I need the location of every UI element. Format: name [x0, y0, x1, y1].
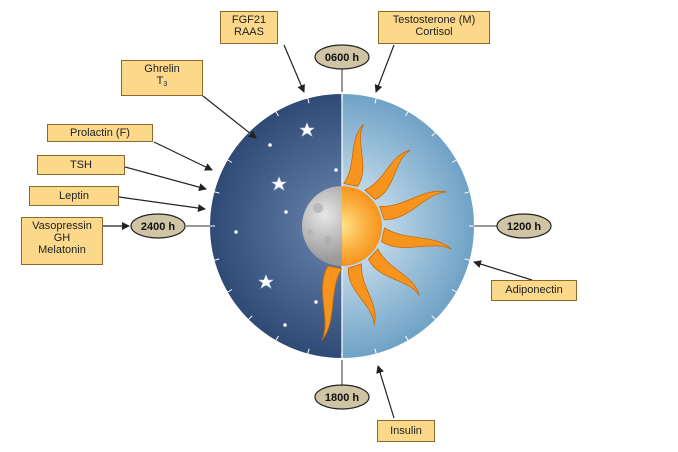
label-tsh: TSH — [37, 155, 125, 175]
time-label-2400: 2400 h — [141, 221, 176, 233]
time-label-0600: 0600 h — [325, 52, 360, 64]
label-vasopressin-gh-melatonin: Vasopressin GH Melatonin — [21, 217, 103, 265]
label-vasopressin: Vasopressin — [32, 220, 92, 232]
label-fgf21-raas: FGF21 RAAS — [220, 11, 278, 44]
label-ghrelin: Ghrelin — [144, 63, 180, 75]
star-icon — [271, 176, 287, 191]
sun-ray — [381, 227, 452, 250]
hour-ticks — [210, 94, 474, 358]
hour-tick — [451, 289, 457, 293]
moon-icon — [302, 186, 342, 266]
label-leptin: Leptin — [29, 186, 119, 206]
hour-tick — [464, 191, 470, 194]
arrow-testosterone — [374, 44, 395, 93]
hour-tick — [248, 315, 253, 320]
arrow-ghrelin — [202, 95, 257, 139]
arrow-leptin — [118, 196, 206, 212]
star-dot-icon — [284, 210, 288, 214]
hour-tick — [374, 348, 377, 354]
star-icon — [299, 122, 315, 137]
label-t3-base: T — [156, 75, 164, 87]
hour-tick — [227, 159, 233, 163]
hour-tick — [405, 335, 409, 341]
label-insulin: Insulin — [377, 420, 435, 442]
label-insulin-text: Insulin — [390, 425, 422, 437]
hour-tick — [431, 315, 436, 320]
star-icons — [234, 122, 338, 327]
label-adiponectin-text: Adiponectin — [505, 284, 563, 296]
hour-tick — [214, 258, 220, 261]
hour-tick — [227, 289, 233, 293]
label-prolactin-text: Prolactin (F) — [70, 127, 130, 139]
label-gh: GH — [53, 232, 71, 244]
label-t3: T3 — [125, 75, 199, 91]
label-melatonin: Melatonin — [38, 244, 86, 256]
arrow-fgf21 — [283, 44, 305, 93]
time-label-1800: 1800 h — [325, 392, 360, 404]
time-pill-1800: 1800 h — [314, 384, 370, 410]
star-dot-icon — [334, 168, 338, 172]
label-adiponectin: Adiponectin — [491, 280, 577, 301]
day-half — [342, 94, 474, 358]
label-testosterone-cortisol: Testosterone (M) Cortisol — [378, 11, 490, 44]
label-raas: RAAS — [234, 26, 264, 38]
label-tsh-text: TSH — [70, 159, 92, 171]
hour-tick — [405, 111, 409, 117]
sun-ray — [379, 190, 447, 221]
night-half — [210, 94, 342, 358]
hour-tick — [275, 111, 279, 117]
hormone-arrows — [103, 44, 533, 419]
star-dot-icon — [314, 300, 318, 304]
label-prolactin: Prolactin (F) — [47, 124, 153, 142]
star-icon — [258, 274, 274, 289]
label-leptin-text: Leptin — [59, 190, 89, 202]
arrow-adiponectin — [473, 260, 533, 281]
arrow-tsh — [124, 166, 207, 192]
hour-tick — [307, 98, 310, 104]
arrow-prolactin — [153, 141, 213, 171]
arrow-insulin — [376, 365, 395, 419]
label-cortisol: Cortisol — [415, 26, 453, 38]
hour-tick — [275, 335, 279, 341]
hour-tick — [451, 159, 457, 163]
hour-tick — [374, 98, 377, 104]
day-night-sphere — [210, 94, 474, 358]
sun-ray — [343, 124, 364, 187]
hour-tick — [431, 132, 436, 137]
sun-ray — [321, 265, 343, 341]
time-pill-1200: 1200 h — [496, 213, 552, 239]
label-t3-sub: 3 — [163, 81, 168, 88]
label-ghrelin-t3: Ghrelin T3 — [121, 60, 203, 96]
sun-ray — [347, 263, 376, 326]
star-dot-icon — [268, 143, 272, 147]
time-pill-0600: 0600 h — [314, 44, 370, 70]
sun-icon — [342, 186, 382, 266]
sun-ray — [368, 248, 420, 296]
sun-ray — [364, 149, 411, 200]
time-label-1200: 1200 h — [507, 221, 542, 233]
star-dot-icon — [234, 230, 238, 234]
sun-rays-icon — [321, 124, 452, 341]
hour-tick — [464, 258, 470, 261]
label-fgf21: FGF21 — [231, 14, 267, 26]
hour-tick — [214, 191, 220, 194]
label-testosterone: Testosterone (M) — [392, 14, 476, 26]
star-dot-icon — [283, 323, 287, 327]
time-pill-2400: 2400 h — [130, 213, 186, 239]
hour-tick — [307, 348, 310, 354]
